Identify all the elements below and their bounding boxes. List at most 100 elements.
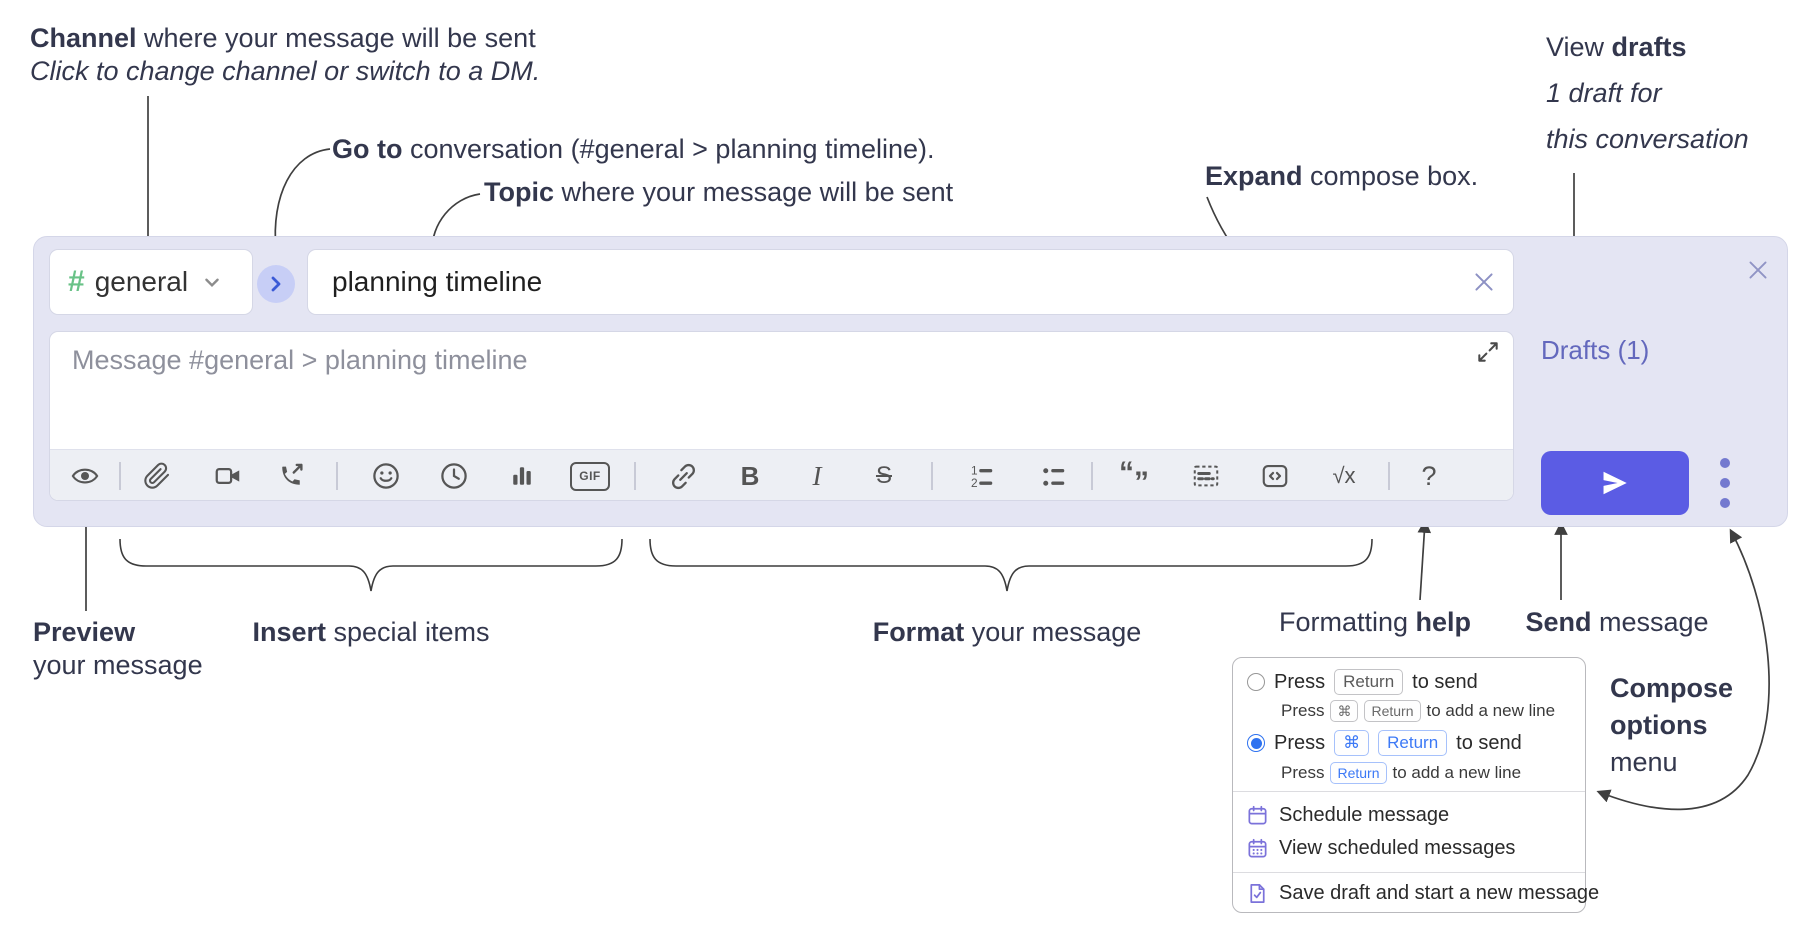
italic-icon: I: [812, 460, 822, 491]
toolbar-divider: [931, 462, 933, 490]
preview-note: Preview your message: [33, 617, 203, 680]
bulleted-list-button[interactable]: [1034, 456, 1074, 496]
numbered-list-button[interactable]: 1 2: [962, 456, 1002, 496]
menu-divider: [1233, 872, 1585, 873]
message-formatting-help-button[interactable]: ?: [1409, 456, 1449, 496]
bar-chart-icon: [513, 467, 531, 485]
ellipsis-dot: [1720, 498, 1730, 508]
kbd-return: Return: [1364, 700, 1421, 722]
menu-option-return-subtext: Press ⌘ Return to add a new line: [1281, 700, 1556, 722]
italic-button[interactable]: I: [797, 456, 837, 496]
menu-divider: [1233, 791, 1585, 792]
phone-call-icon: [282, 463, 303, 485]
clock-icon: [441, 463, 467, 489]
expand-note: Expand compose box.: [1205, 161, 1479, 191]
toolbar-divider: [336, 462, 338, 490]
compose-options-menu: Press Return to send Press ⌘ Return to a…: [1232, 657, 1599, 913]
channel-hash-icon: #: [68, 265, 85, 298]
menu-option-cmd-return-subtext: Press Return to add a new line: [1281, 762, 1522, 784]
channel-selector[interactable]: # general: [49, 249, 253, 315]
topic-input[interactable]: [308, 266, 1467, 298]
toolbar-divider: [634, 462, 636, 490]
message-area: GIF B: [49, 331, 1514, 501]
quote-icon: “ ”: [1119, 456, 1149, 499]
radio-unselected-icon[interactable]: [1247, 673, 1265, 691]
insert-brace: [119, 538, 623, 592]
bold-icon: B: [740, 460, 760, 491]
view-drafts-note: View drafts 1 draft for this conversatio…: [1546, 32, 1749, 154]
goto-arrow: [268, 148, 331, 253]
svg-text:2: 2: [971, 476, 978, 490]
svg-text:1: 1: [971, 463, 978, 477]
calendar-grid-icon: [1248, 838, 1267, 858]
channel-note: Channel where your message will be sent …: [30, 23, 541, 86]
format-note: Format your message: [872, 617, 1142, 647]
numbered-list-icon: 1 2: [971, 463, 993, 490]
paper-plane-icon: [1603, 471, 1627, 495]
channel-name: general: [94, 266, 189, 297]
smiley-icon: [373, 463, 399, 489]
kbd-return: Return: [1334, 669, 1404, 695]
compose-box: # general Drafts (1): [33, 236, 1788, 527]
menu-item-view-scheduled-messages[interactable]: View scheduled messages: [1246, 837, 1515, 860]
question-mark-icon: ?: [1421, 460, 1437, 491]
gif-icon: GIF: [570, 461, 610, 491]
expand-diagonal-icon: [1478, 342, 1498, 362]
message-input[interactable]: [70, 344, 1414, 377]
expand-compose-button[interactable]: [1474, 338, 1502, 366]
add-global-time-button[interactable]: [434, 456, 474, 496]
bold-button[interactable]: B: [730, 456, 770, 496]
quote-button[interactable]: “ ”: [1117, 456, 1157, 499]
save-draft-icon: [1250, 884, 1265, 903]
format-brace: [649, 538, 1373, 592]
menu-option-cmd-return-to-send[interactable]: Press ⌘ Return to send: [1247, 730, 1522, 756]
code-button[interactable]: [1255, 456, 1295, 496]
video-camera-icon: [215, 468, 240, 484]
compose-options-menu-button[interactable]: [1705, 453, 1745, 513]
add-poll-button[interactable]: [502, 456, 542, 496]
send-note: Send message: [1525, 607, 1709, 637]
strikethrough-button[interactable]: S: [864, 456, 904, 496]
drafts-link[interactable]: Drafts (1): [1541, 335, 1650, 365]
chevron-right-icon: [271, 276, 281, 292]
add-voice-call-button[interactable]: [271, 456, 311, 496]
ellipsis-dot: [1720, 478, 1730, 488]
compose-options-note: Compose options menu: [1610, 673, 1734, 777]
kbd-cmd: ⌘: [1330, 700, 1359, 722]
formatting-help-arrow: [1417, 519, 1432, 601]
close-compose-button[interactable]: [1743, 255, 1773, 285]
strikethrough-icon: S: [875, 462, 892, 489]
go-to-conversation-button[interactable]: [257, 265, 295, 303]
insert-link-button[interactable]: [663, 456, 703, 496]
add-emoji-button[interactable]: [366, 456, 406, 496]
formatting-help-note: Formatting help: [1278, 607, 1472, 637]
menu-item-schedule-message[interactable]: Schedule message: [1246, 804, 1449, 827]
spoiler-icon: [1193, 465, 1219, 487]
preview-message-button[interactable]: [65, 456, 105, 496]
paperclip-icon: [144, 462, 170, 489]
clear-topic-button[interactable]: [1467, 265, 1501, 299]
math-button[interactable]: √x: [1324, 456, 1364, 496]
menu-item-save-draft-new-message[interactable]: Save draft and start a new message: [1246, 882, 1599, 905]
compose-toolbar: GIF B: [50, 449, 1513, 500]
toolbar-divider: [119, 462, 121, 490]
kbd-cmd: ⌘: [1334, 730, 1370, 756]
spoiler-button[interactable]: [1186, 456, 1226, 496]
add-gif-button[interactable]: GIF: [570, 456, 610, 496]
add-video-call-button[interactable]: [208, 456, 248, 496]
calendar-icon: [1248, 805, 1267, 825]
radio-selected-icon[interactable]: [1247, 734, 1265, 752]
bulleted-list-icon: [1043, 468, 1065, 486]
insert-note: Insert special items: [252, 617, 490, 647]
ellipsis-dot: [1720, 458, 1730, 468]
chevron-down-icon: [202, 274, 222, 290]
goto-note: Go to conversation (#general > planning …: [332, 134, 935, 164]
menu-option-return-to-send[interactable]: Press Return to send: [1247, 669, 1478, 695]
toolbar-divider: [1091, 462, 1093, 490]
send-button[interactable]: [1541, 451, 1689, 515]
attach-file-button[interactable]: [137, 456, 177, 496]
kbd-return: Return: [1330, 762, 1387, 784]
close-icon: [1475, 273, 1493, 291]
topic-field: [307, 249, 1514, 315]
